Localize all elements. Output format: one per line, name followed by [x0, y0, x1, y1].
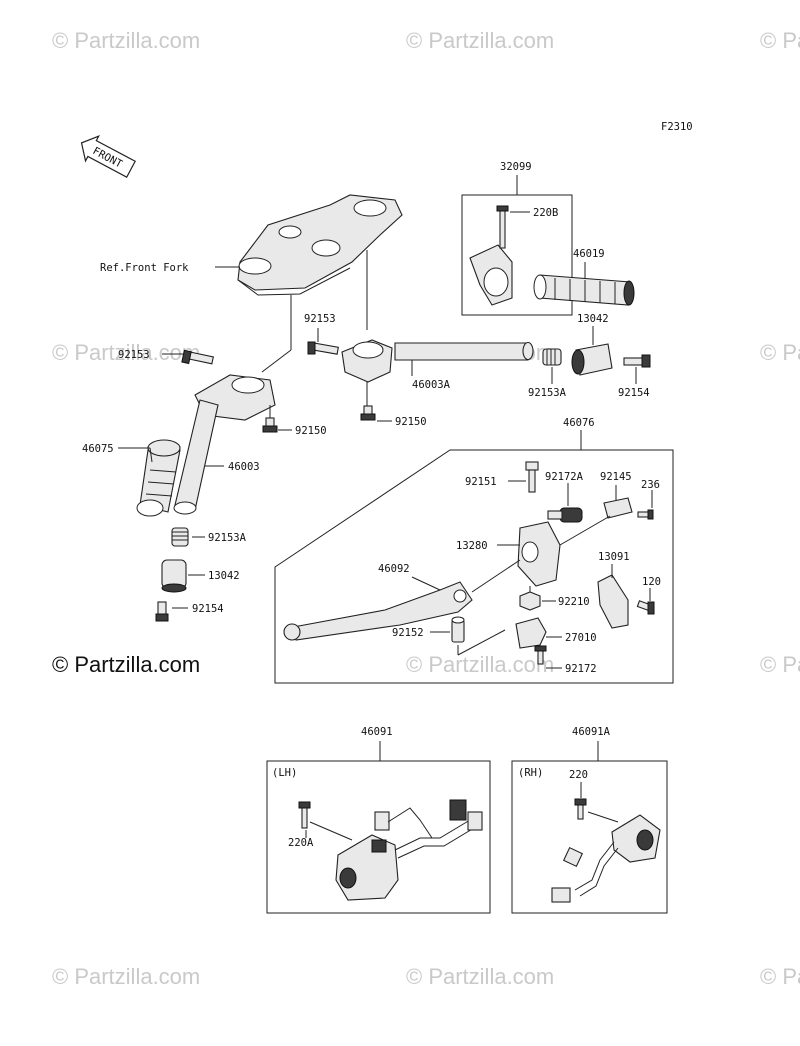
right-handlebar: [341, 339, 534, 383]
watermark: © Partzilla.com: [406, 964, 554, 989]
label-rh: (RH): [518, 767, 543, 779]
box-46091-lh: [266, 760, 491, 914]
weight-13042-left: [161, 559, 187, 593]
callout-220: 220: [569, 769, 588, 781]
bolt-120: [636, 600, 655, 615]
callout-46075: 46075: [82, 443, 114, 455]
screw-220A: [298, 801, 311, 829]
callout-46003: 46003: [228, 461, 260, 473]
triple-clamp: [237, 194, 403, 296]
left-switch-housing: [335, 799, 483, 901]
screw-220: [574, 798, 587, 820]
left-handlebar: [173, 374, 276, 515]
callout-46091A: 46091A: [572, 726, 611, 738]
collar-92152: [451, 616, 465, 643]
right-switch-housing: [551, 814, 661, 903]
box-46076: [274, 449, 674, 684]
watermark-main: © Partzilla.com: [52, 652, 200, 677]
callout-13042-right: 13042: [577, 313, 609, 325]
callout-46092: 46092: [378, 563, 410, 575]
callout-236: 236: [641, 479, 660, 491]
throttle-case: [469, 205, 513, 306]
callout-ref-front-fork: Ref.Front Fork: [100, 262, 189, 274]
callout-46019: 46019: [573, 248, 605, 260]
watermark: © Partzilla.com: [760, 340, 800, 365]
callout-92151: 92151: [465, 476, 497, 488]
watermark: © Partzilla.com: [760, 652, 800, 677]
callout-92152: 92152: [392, 627, 424, 639]
box-46091a-rh: [511, 760, 668, 914]
bolt-92154-left: [155, 601, 169, 622]
lever-46092: [283, 581, 473, 641]
callout-13042-left: 13042: [208, 570, 240, 582]
watermark: © Partzilla.com: [406, 28, 554, 53]
watermark: © Partzilla.com: [760, 964, 800, 989]
callout-92172A: 92172A: [545, 471, 584, 483]
figure-code: F2310: [661, 121, 693, 133]
bolt-92154-right: [623, 354, 651, 368]
watermark: © Partzilla.com: [406, 652, 554, 677]
callout-92150-left: 92150: [295, 425, 327, 437]
label-lh: (LH): [272, 767, 297, 779]
clamp-13091: [597, 574, 629, 629]
callout-120: 120: [642, 576, 661, 588]
callout-32099: 32099: [500, 161, 532, 173]
watermark: © Partzilla.com: [52, 964, 200, 989]
callout-92154-left: 92154: [192, 603, 224, 615]
weight-13042-right: [571, 343, 613, 376]
adjuster-92172A: [547, 507, 583, 523]
watermark: © Partzilla.com: [52, 340, 200, 365]
front-arrow-icon: FRONT: [80, 135, 136, 178]
callout-220B: 220B: [533, 207, 558, 219]
callout-92153-left: 92153: [118, 349, 150, 361]
bolt-92150-left: [262, 417, 278, 433]
grip-46019: [533, 274, 635, 306]
screw-92172: [534, 645, 547, 665]
callout-27010: 27010: [565, 632, 597, 644]
bolt-92150-center: [360, 405, 376, 421]
callout-92153-center: 92153: [304, 313, 336, 325]
screw-236: [637, 509, 654, 520]
callout-46076: 46076: [563, 417, 595, 429]
weight-insert-92153A-left: [171, 527, 189, 547]
lever-holder-13280: [517, 521, 561, 587]
callout-13091: 13091: [598, 551, 630, 563]
callout-92210: 92210: [558, 596, 590, 608]
nut-92210: [519, 591, 541, 611]
bolt-92153-left: [181, 349, 214, 365]
callout-92154-right: 92154: [618, 387, 650, 399]
callout-92145: 92145: [600, 471, 632, 483]
callout-92153A-left: 92153A: [208, 532, 247, 544]
callout-92150-center: 92150: [395, 416, 427, 428]
switch-27010: [515, 617, 547, 649]
bolt-92153-center: [307, 341, 339, 355]
watermark: © Partzilla.com: [52, 28, 200, 53]
bolt-92151: [525, 461, 539, 493]
callout-92153A-right: 92153A: [528, 387, 567, 399]
watermark: © Partzilla.com: [760, 28, 800, 53]
callout-92172: 92172: [565, 663, 597, 675]
weight-insert-92153A-right: [542, 348, 562, 366]
callout-46091: 46091: [361, 726, 393, 738]
callout-13280: 13280: [456, 540, 488, 552]
spring-92145: [603, 497, 633, 519]
callout-46003A: 46003A: [412, 379, 451, 391]
callout-220A: 220A: [288, 837, 314, 849]
grip-46075: [136, 439, 181, 517]
